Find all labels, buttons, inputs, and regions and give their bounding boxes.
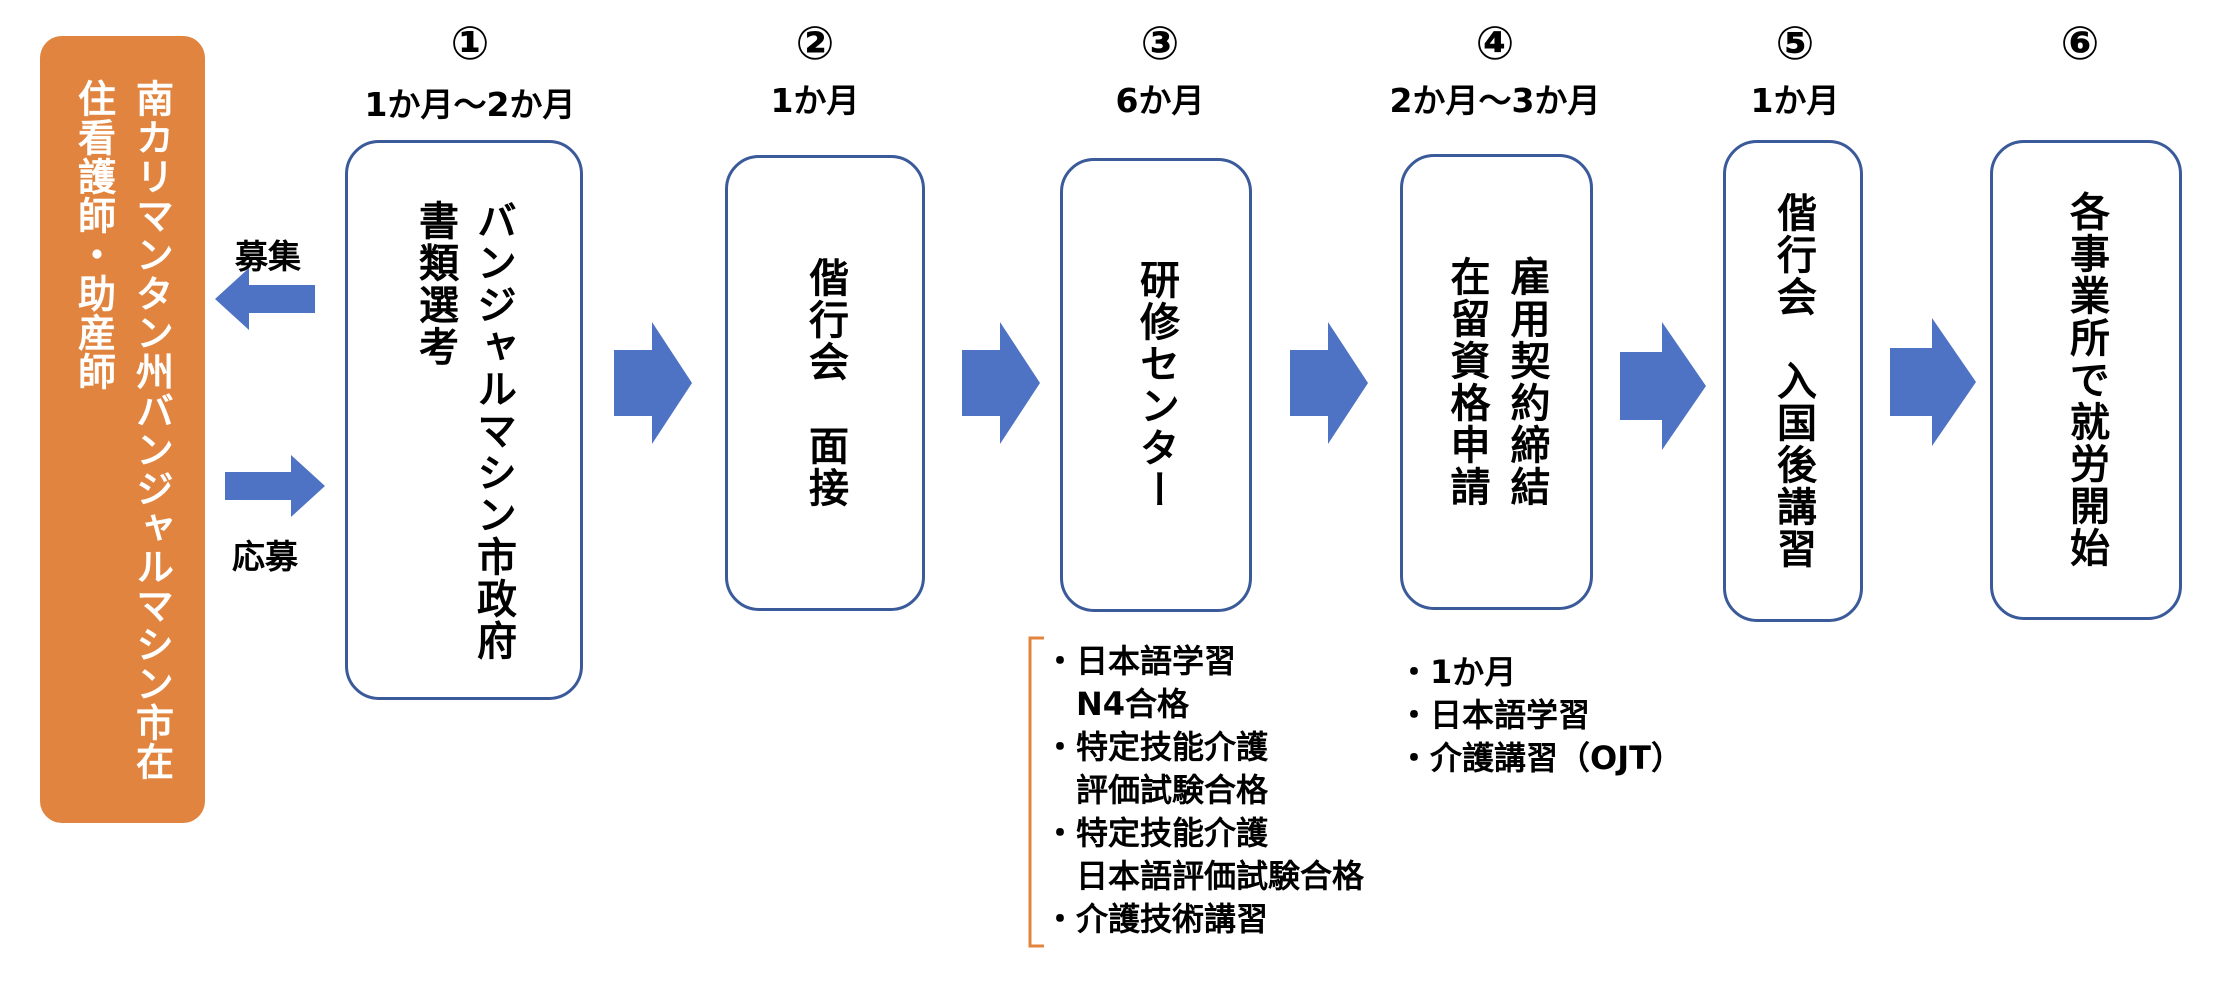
- flow-arrow-4: [1620, 322, 1706, 450]
- step-3-box: 研修センター: [1060, 158, 1252, 612]
- step-4-notes-list: ・1か月 ・日本語学習 ・介護講習（OJT）: [1398, 651, 1683, 780]
- step-4-note-1: ・1か月: [1398, 653, 1517, 691]
- training-notes-bracket: [1028, 636, 1044, 948]
- source-label-line-1: 南カリマンタン州バンジャルマシン市在: [129, 78, 174, 781]
- step-1-box: バンジャルマシン市政府 書類選考: [345, 140, 583, 700]
- training-note-5: ・特定技能介護: [1044, 814, 1269, 852]
- training-note-6: 日本語評価試験合格: [1076, 857, 1365, 895]
- step-4-line-1: 雇用契約締結: [1503, 256, 1550, 508]
- step-4-note-2: ・日本語学習: [1398, 696, 1591, 734]
- step-1-line-2: 書類選考: [412, 200, 458, 368]
- step-5-box: 偕行会 入国後講習: [1723, 140, 1863, 622]
- step-1-line-1: バンジャルマシン市政府: [470, 200, 516, 662]
- training-note-4: 評価試験合格: [1076, 771, 1269, 809]
- step-3-duration: 6か月: [1115, 81, 1205, 120]
- step-2-duration: 1か月: [770, 81, 860, 120]
- step-5-duration: 1か月: [1750, 81, 1840, 120]
- step-6-number: ⑥: [2060, 16, 2100, 70]
- step-1-number: ①: [450, 16, 490, 70]
- step-2-number: ②: [795, 16, 835, 70]
- training-note-1: ・日本語学習: [1044, 642, 1237, 680]
- source-label-line-2: 住看護師・助産師: [71, 78, 116, 391]
- step-6-box: 各事業所で就労開始: [1990, 140, 2182, 620]
- training-note-7: ・介護技術講習: [1044, 900, 1269, 938]
- training-note-3: ・特定技能介護: [1044, 728, 1269, 766]
- step-3-line-1: 研修センター: [1133, 259, 1179, 511]
- step-4-number: ④: [1475, 16, 1515, 70]
- flow-arrow-5: [1890, 318, 1976, 446]
- step-5-number: ⑤: [1775, 16, 1815, 70]
- step-2-line-1: 偕行会 面接: [802, 257, 848, 509]
- step-6-line-1: 各事業所で就労開始: [2063, 191, 2109, 569]
- apply-arrow-right: [225, 455, 325, 517]
- flow-arrow-3: [1290, 322, 1368, 444]
- step-5-line-1: 偕行会 入国後講習: [1770, 192, 1816, 570]
- flow-arrow-2: [962, 322, 1040, 444]
- step-4-note-3: ・介護講習（OJT）: [1398, 739, 1683, 777]
- training-notes-list: ・日本語学習 N4合格 ・特定技能介護 評価試験合格 ・特定技能介護 日本語評価…: [1044, 640, 1364, 941]
- recruit-arrow-left: [215, 268, 315, 330]
- recruit-label: 募集: [235, 237, 301, 276]
- step-4-box: 雇用契約締結 在留資格申請: [1400, 154, 1593, 610]
- flow-arrow-1: [614, 322, 692, 444]
- step-2-box: 偕行会 面接: [725, 155, 925, 611]
- apply-label: 応募: [232, 537, 298, 576]
- step-4-line-2: 在留資格申請: [1443, 256, 1490, 508]
- step-1-duration: 1か月～2か月: [364, 85, 576, 124]
- training-note-2: N4合格: [1076, 685, 1190, 723]
- step-4-duration: 2か月～3か月: [1389, 81, 1601, 120]
- step-3-number: ③: [1140, 16, 1180, 70]
- source-box: 南カリマンタン州バンジャルマシン市在 住看護師・助産師: [40, 36, 205, 823]
